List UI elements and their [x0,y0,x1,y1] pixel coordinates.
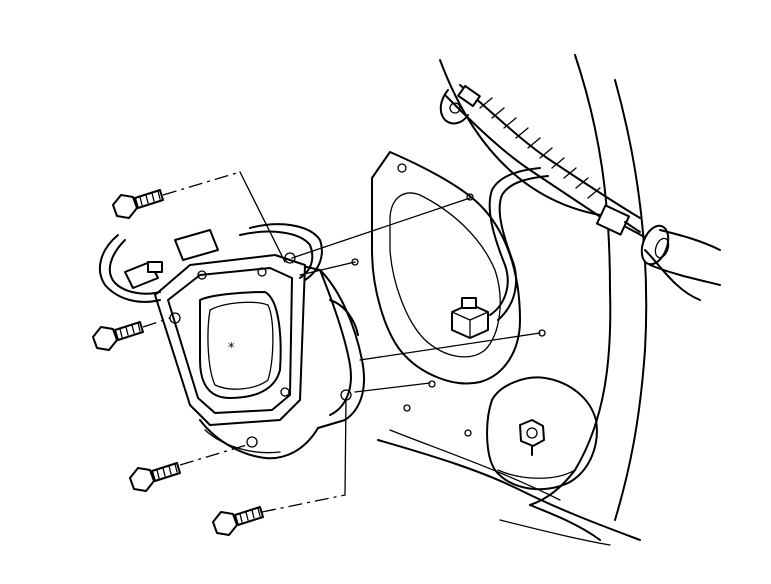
mounting-bolt [212,506,264,536]
speaker-lead [98,223,323,303]
alignment-lines [142,171,546,513]
door-nut [519,419,545,456]
speaker: * [154,252,306,426]
wiring-harness [439,84,641,321]
mounting-bolt [92,321,144,351]
speaker-center-mark: * [228,341,235,356]
door-inner-cutout [351,151,521,385]
mounting-bolt [112,189,164,219]
door-lower-cutout [486,376,598,491]
harness-connector [595,204,721,301]
mounting-bolt [129,462,181,492]
speaker-connector [451,297,489,339]
door-panel [377,54,651,546]
